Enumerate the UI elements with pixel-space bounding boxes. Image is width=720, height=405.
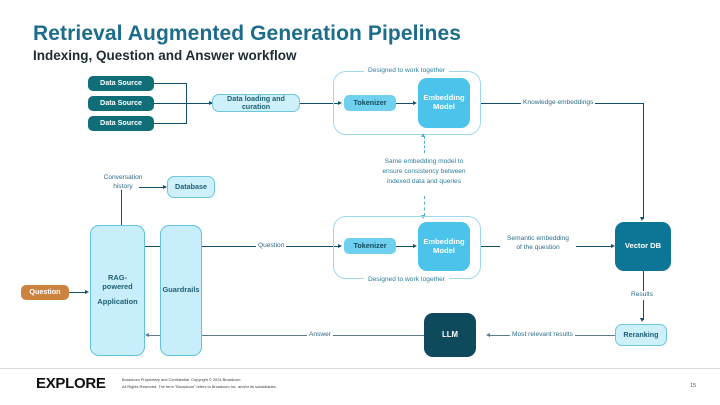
conv-history-line-2: history (113, 182, 133, 190)
arrow-into-vector-db-left (611, 243, 615, 248)
edge-label-answer: Answer (307, 331, 333, 340)
arrow-to-embedding-bottom (413, 243, 417, 248)
arrow-into-vector-db (640, 217, 645, 221)
connector-loading-to-tokenizer (300, 103, 339, 104)
edge-label-semantic-embedding: Semantic embedding of the question (500, 235, 576, 253)
connector-bus-to-loading (186, 103, 214, 104)
node-vector-db[interactable]: Vector DB (615, 222, 671, 271)
dashed-line-lower (424, 196, 425, 216)
node-data-loading-and-curation[interactable]: Data loading and curation (212, 94, 300, 112)
semantic-line-2: of the question (516, 243, 560, 251)
explore-logo: EXPLORE (36, 375, 106, 392)
note-line-3: indexed data and queries (386, 177, 462, 185)
page-number: 15 (690, 383, 697, 389)
arrow-to-tokenizer-top (338, 100, 342, 105)
footer-divider (0, 368, 720, 369)
arrow-to-embedding-top (413, 100, 417, 105)
conv-history-line-1: Conversation (103, 174, 143, 181)
node-tokenizer-top[interactable]: Tokenizer (344, 95, 396, 111)
connector-ds3-bus (154, 123, 186, 124)
node-rag-powered-application[interactable]: RAG- powered Application (90, 225, 145, 356)
connector-tokenizer-to-embedding-top (396, 103, 414, 104)
node-question-input[interactable]: Question (21, 285, 69, 300)
semantic-line-1: Semantic embedding (507, 235, 569, 242)
arrow-to-data-loading (209, 100, 213, 105)
group-bottom-label: Designed to work together (364, 276, 449, 283)
node-guardrails[interactable]: Guardrails (160, 225, 202, 356)
connector-ds1-bus (154, 83, 186, 84)
connector-conv-down-to-app (121, 190, 122, 226)
connector-vectordb-down (643, 103, 644, 219)
page-title: Retrieval Augmented Generation Pipelines (33, 22, 461, 45)
edge-label-question: Question (256, 242, 287, 251)
connector-app-to-guardrails-top (145, 246, 160, 247)
arrow-into-reranking (640, 318, 645, 322)
connector-conv-to-database (139, 187, 164, 188)
note-same-embedding-model: Same embedding model to ensure consisten… (348, 157, 500, 187)
edge-label-results: Results (629, 291, 655, 300)
legal-line-1: Broadcom Proprietary and Confidential. C… (122, 377, 242, 382)
note-line-1: Same embedding model to (384, 158, 464, 165)
connector-question-to-app (69, 292, 86, 293)
legal-text: Broadcom Proprietary and Confidential. C… (122, 377, 277, 391)
node-embedding-model-top[interactable]: Embedding Model (418, 78, 470, 128)
node-llm[interactable]: LLM (424, 313, 476, 357)
page-subtitle: Indexing, Question and Answer workflow (33, 48, 297, 63)
arrow-up-dashed (421, 133, 426, 137)
arrow-to-tokenizer-bottom (338, 243, 342, 248)
node-tokenizer-bottom[interactable]: Tokenizer (344, 238, 396, 254)
note-line-2: ensure consistency between (382, 167, 466, 175)
node-reranking[interactable]: Reranking (615, 324, 667, 346)
arrow-to-database (163, 184, 167, 189)
node-database[interactable]: Database (167, 176, 215, 198)
arrow-down-dashed (421, 215, 426, 219)
dashed-line-upper (424, 136, 425, 153)
node-data-source-1[interactable]: Data Source (88, 76, 154, 91)
connector-tokenizer-to-embedding-bottom (396, 246, 414, 247)
edge-label-most-relevant-results: Most relevant results (510, 331, 575, 340)
node-embedding-model-bottom[interactable]: Embedding Model (418, 222, 470, 271)
arrow-into-llm (486, 332, 490, 337)
legal-line-2: All Rights Reserved. The term "Broadcom"… (122, 383, 277, 389)
connector-guardrails-to-app-bottom (148, 335, 160, 336)
node-data-source-2[interactable]: Data Source (88, 96, 154, 111)
arrow-into-rag-app-bottom (145, 332, 149, 337)
edge-label-knowledge-embeddings: Knowledge embeddings (521, 99, 596, 108)
edge-label-conversation-history: Conversation history (93, 174, 153, 192)
node-data-source-3[interactable]: Data Source (88, 116, 154, 131)
connector-ds2-main (154, 103, 214, 104)
arrow-to-rag-app (85, 289, 89, 294)
group-top-label: Designed to work together (364, 67, 449, 74)
